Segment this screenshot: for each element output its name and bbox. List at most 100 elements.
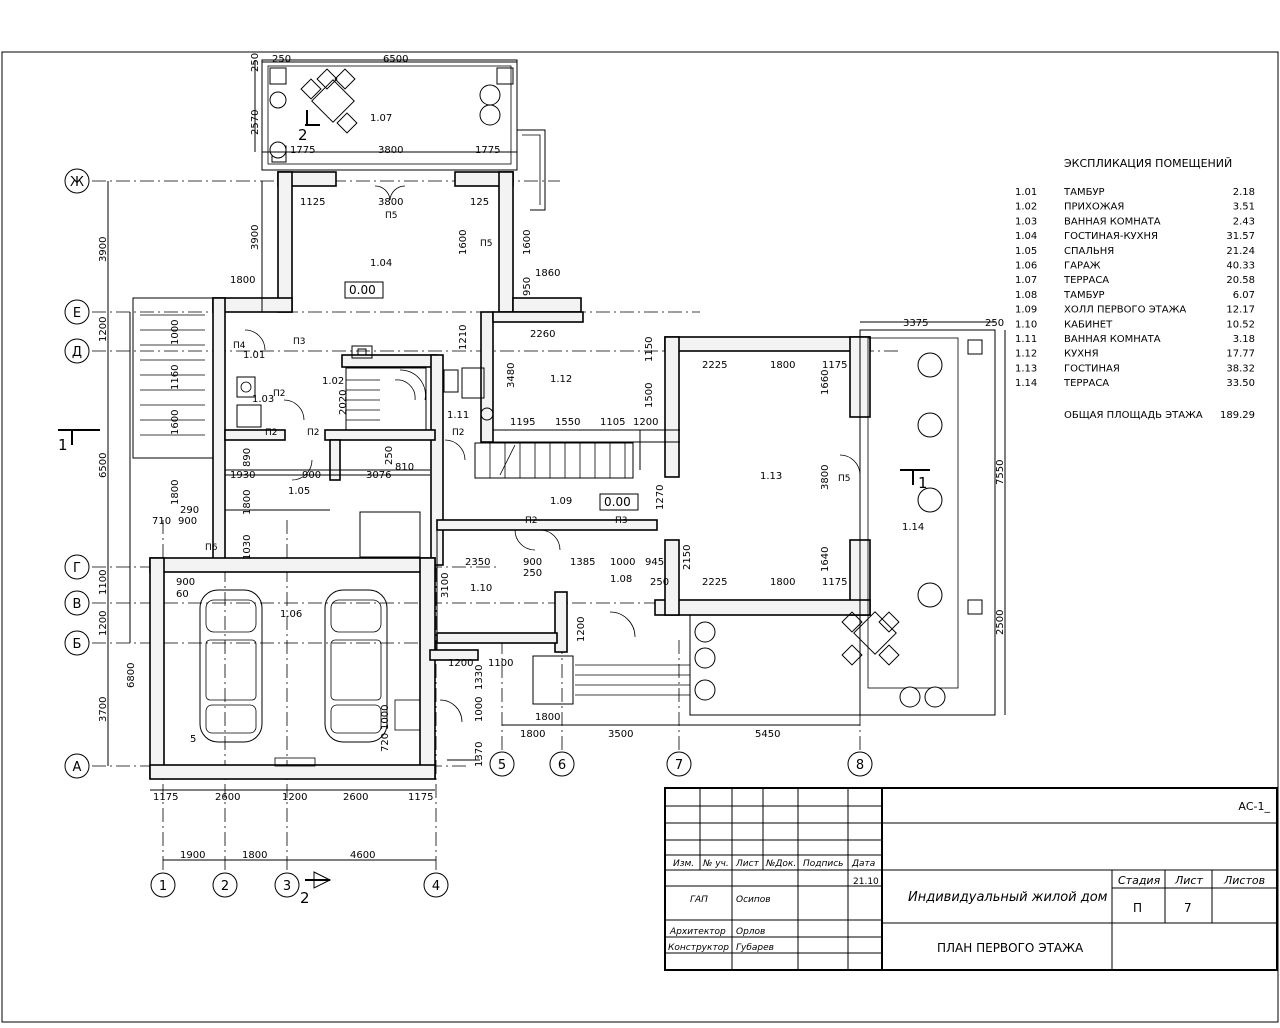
dim: 2600 xyxy=(215,792,240,803)
schedule-room-number: 1.06 xyxy=(1015,261,1037,272)
dim: 1600 xyxy=(458,230,469,255)
room-label: 1.02 xyxy=(322,376,344,387)
dim: 1210 xyxy=(458,325,469,350)
tb-header: Изм. xyxy=(673,859,694,869)
room-labels: 1.01 1.02 1.03 1.04 1.05 1.06 1.07 1.08 … xyxy=(243,113,924,620)
door-mark: П3 xyxy=(293,337,306,347)
dim: 720 xyxy=(380,733,391,752)
dim: 1175 xyxy=(822,360,847,371)
dim: 1500 xyxy=(644,383,655,408)
schedule-room-name: ГОСТИНАЯ xyxy=(1064,363,1120,374)
axis-marker-d: Д xyxy=(64,338,90,364)
axis-marker-a: А xyxy=(64,753,90,779)
dim: 1175 xyxy=(408,792,433,803)
schedule-room-number: 1.04 xyxy=(1015,231,1037,242)
dim: 2570 xyxy=(250,110,261,135)
dim: 1175 xyxy=(153,792,178,803)
dim: 1900 xyxy=(180,850,205,861)
dim: 1200 xyxy=(98,317,109,342)
room-label: 1.08 xyxy=(610,574,632,585)
dim: 3800 xyxy=(378,145,403,156)
tb-project: Индивидуальный жилой дом xyxy=(908,890,1108,905)
door-mark: П2 xyxy=(265,428,278,438)
schedule-room-name: СПАЛЬНЯ xyxy=(1064,246,1114,257)
schedule-room-area: 31.57 xyxy=(1226,231,1255,242)
room-label: 1.07 xyxy=(370,113,392,124)
schedule-room-area: 33.50 xyxy=(1226,378,1255,389)
schedule-room-number: 1.02 xyxy=(1015,202,1037,213)
staircase-kitchen xyxy=(474,442,634,479)
dim: 4600 xyxy=(350,850,375,861)
title-block: Изм. № уч. Лист №Док. Подпись Дата 21.10… xyxy=(664,787,1278,971)
axis-marker-5: 5 xyxy=(489,751,515,777)
dim: 1270 xyxy=(655,485,666,510)
dim: 250 xyxy=(384,446,395,465)
schedule-total-label: ОБЩАЯ ПЛОЩАДЬ ЭТАЖА xyxy=(1064,410,1203,421)
axis-marker-3: 3 xyxy=(274,872,300,898)
tb-header: Подпись xyxy=(803,859,843,869)
room-label: 1.06 xyxy=(280,609,302,620)
dimension-lines xyxy=(107,60,1006,861)
axis-letter-markers: Ж Е Д Г В Б А xyxy=(64,168,90,779)
schedule-room-name: КАБИНЕТ xyxy=(1064,319,1113,330)
axis-label: Ж xyxy=(70,175,84,190)
section-label: 1 xyxy=(58,436,68,454)
dim: 1150 xyxy=(644,337,655,362)
schedule-room-number: 1.03 xyxy=(1015,216,1037,227)
dim: 1330 xyxy=(474,665,485,690)
dim: 1200 xyxy=(448,658,473,669)
room-label: 1.04 xyxy=(370,258,392,269)
schedule-room-number: 1.12 xyxy=(1015,349,1037,360)
dim: 60 xyxy=(176,589,189,600)
tb-person: Губарев xyxy=(736,943,774,953)
dim: 1370 xyxy=(474,742,485,767)
dim: 3900 xyxy=(98,237,109,262)
dim: 1800 xyxy=(520,729,545,740)
dim: 3800 xyxy=(378,197,403,208)
axis-marker-1: 1 xyxy=(150,872,176,898)
tb-header: Лист xyxy=(735,859,760,869)
dim: 250 xyxy=(985,318,1004,329)
room-label: 1.11 xyxy=(447,410,469,421)
dim: 2225 xyxy=(702,577,727,588)
schedule-room-area: 40.33 xyxy=(1226,261,1255,272)
axis-label: 6 xyxy=(558,758,566,773)
dim: 2350 xyxy=(465,557,490,568)
dim: 1000 xyxy=(610,557,635,568)
dim: 810 xyxy=(395,462,414,473)
schedule-room-number: 1.10 xyxy=(1015,319,1037,330)
schedule-room-area: 21.24 xyxy=(1226,246,1255,257)
dim: 1200 xyxy=(98,611,109,636)
dim: 3375 xyxy=(903,318,928,329)
axis-marker-8: 8 xyxy=(847,751,873,777)
walls xyxy=(149,171,871,780)
room-label: 1.12 xyxy=(550,374,572,385)
tb-sheet: 7 xyxy=(1184,901,1192,915)
tb-sheets-label: Листов xyxy=(1223,874,1265,887)
door-mark: П3 xyxy=(615,516,628,526)
dim: 3500 xyxy=(608,729,633,740)
dim: 250 xyxy=(272,54,291,65)
tb-header: № уч. xyxy=(702,859,729,869)
schedule-room-name: ГАРАЖ xyxy=(1064,261,1101,272)
tb-role: Конструктор xyxy=(668,943,729,953)
door-mark: П6 xyxy=(205,543,218,553)
dimension-texts: 250 6500 1775 3800 1775 250 2570 3900 12… xyxy=(98,53,1006,861)
dim: 250 xyxy=(650,577,669,588)
dim: 5450 xyxy=(755,729,780,740)
dim: 1100 xyxy=(488,658,513,669)
dim: 1000 xyxy=(170,320,181,345)
schedule-room-area: 2.18 xyxy=(1233,187,1255,198)
level-mark: 0.00 xyxy=(349,283,376,297)
garage-cars xyxy=(199,589,421,767)
axis-label: В xyxy=(73,597,82,612)
axis-marker-4: 4 xyxy=(423,872,449,898)
porch-west xyxy=(132,297,214,459)
